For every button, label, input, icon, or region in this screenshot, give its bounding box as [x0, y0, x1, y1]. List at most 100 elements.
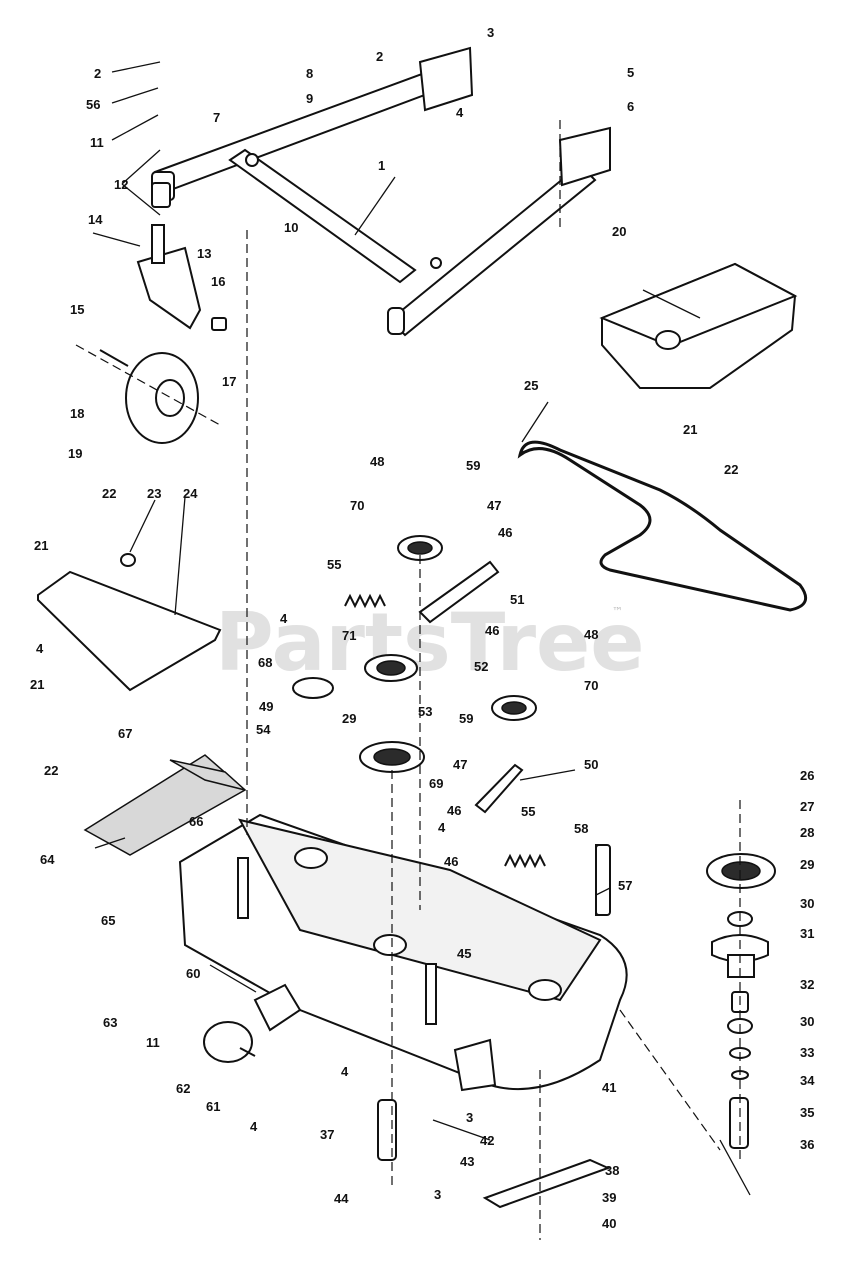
- callout-22b: 22: [102, 486, 116, 501]
- mower-blade: [482, 1158, 611, 1209]
- callout-39: 39: [602, 1190, 616, 1205]
- callout-59: 59: [466, 458, 480, 473]
- callout-70b: 70: [584, 678, 598, 693]
- callout-57: 57: [618, 878, 632, 893]
- callout-2: 2: [94, 66, 101, 81]
- callout-3b: 3: [466, 1110, 473, 1125]
- callout-11: 11: [90, 135, 104, 150]
- callout-41: 41: [602, 1080, 616, 1095]
- callout-12: 12: [114, 177, 128, 192]
- callout-46b: 46: [485, 623, 499, 638]
- callout-46: 46: [498, 525, 512, 540]
- callout-54: 54: [256, 722, 271, 737]
- callout-23: 23: [147, 486, 161, 501]
- caster-assembly: [92, 182, 227, 444]
- callout-26: 26: [800, 768, 814, 783]
- callout-67: 67: [118, 726, 132, 741]
- idler-arms: [418, 560, 524, 814]
- callout-48: 48: [370, 454, 384, 469]
- callout-18: 18: [70, 406, 84, 421]
- callout-15: 15: [70, 302, 84, 317]
- callout-14: 14: [88, 212, 103, 227]
- callout-46d: 46: [444, 854, 458, 869]
- callout-64: 64: [40, 852, 55, 867]
- lower-spindle: [377, 1099, 397, 1161]
- callout-4: 4: [456, 105, 464, 120]
- deck-shield: [37, 553, 222, 692]
- callout-4e: 4: [341, 1064, 349, 1079]
- callout-22c: 22: [44, 763, 58, 778]
- callout-29: 29: [800, 857, 814, 872]
- callout-21b: 21: [34, 538, 48, 553]
- callout-48b: 48: [584, 627, 598, 642]
- callout-8: 8: [306, 66, 313, 81]
- callout-30b: 30: [800, 1014, 814, 1029]
- callout-47b: 47: [453, 757, 467, 772]
- callout-4c: 4: [36, 641, 44, 656]
- watermark-trademark: ™: [612, 605, 623, 618]
- callout-38: 38: [605, 1163, 619, 1178]
- springs: [344, 593, 546, 869]
- callout-21: 21: [683, 422, 697, 437]
- callout-71: 71: [342, 628, 356, 643]
- callout-21c: 21: [30, 677, 44, 692]
- callout-60: 60: [186, 966, 200, 981]
- callout-55: 55: [327, 557, 341, 572]
- callout-28: 28: [800, 825, 814, 840]
- callout-56: 56: [86, 97, 100, 112]
- callout-9: 9: [306, 91, 313, 106]
- callout-6: 6: [627, 99, 634, 114]
- discharge-chute: [83, 754, 247, 856]
- callout-labels: 1 2 2 3 3 3 4 4 4 4 4 4 5 6 7 8 9 10 11 …: [30, 25, 815, 1231]
- pulleys: [292, 535, 776, 889]
- callout-27: 27: [800, 799, 814, 814]
- callout-63: 63: [103, 1015, 117, 1030]
- callout-20: 20: [612, 224, 626, 239]
- belt-cover: [599, 262, 798, 389]
- callout-19: 19: [68, 446, 82, 461]
- callout-66: 66: [189, 814, 203, 829]
- assembly-lines: [75, 120, 741, 1240]
- callout-35: 35: [800, 1105, 814, 1120]
- callout-44: 44: [334, 1191, 349, 1206]
- callout-1: 1: [378, 158, 385, 173]
- callout-leaders: [94, 61, 751, 1196]
- callout-4f: 4: [250, 1119, 258, 1134]
- callout-17: 17: [222, 374, 236, 389]
- callout-25: 25: [524, 378, 538, 393]
- callout-62: 62: [176, 1081, 190, 1096]
- callout-59b: 59: [459, 711, 473, 726]
- gauge-wheel: [203, 1021, 256, 1063]
- callout-13: 13: [197, 246, 211, 261]
- callout-2b: 2: [376, 49, 383, 64]
- callout-16: 16: [211, 274, 225, 289]
- callout-10: 10: [284, 220, 298, 235]
- callout-40: 40: [602, 1216, 616, 1231]
- drive-belt: [517, 440, 808, 612]
- callout-53: 53: [418, 704, 432, 719]
- callout-45: 45: [457, 946, 471, 961]
- callout-61: 61: [206, 1099, 220, 1114]
- callout-52: 52: [474, 659, 488, 674]
- callout-24: 24: [183, 486, 198, 501]
- callout-65: 65: [101, 913, 115, 928]
- callout-32: 32: [800, 977, 814, 992]
- callout-55b: 55: [521, 804, 535, 819]
- callout-31: 31: [800, 926, 814, 941]
- callout-50: 50: [584, 757, 598, 772]
- callout-33: 33: [800, 1045, 814, 1060]
- callout-36: 36: [800, 1137, 814, 1152]
- callout-70: 70: [350, 498, 364, 513]
- callout-4b: 4: [280, 611, 288, 626]
- callout-69: 69: [429, 776, 443, 791]
- callout-3: 3: [487, 25, 494, 40]
- front-frame: [151, 46, 611, 337]
- callout-68: 68: [258, 655, 272, 670]
- callout-46c: 46: [447, 803, 461, 818]
- right-bracket: [595, 844, 611, 916]
- callout-22: 22: [724, 462, 738, 477]
- callout-3c: 3: [434, 1187, 441, 1202]
- callout-7: 7: [213, 110, 220, 125]
- callout-42: 42: [480, 1133, 494, 1148]
